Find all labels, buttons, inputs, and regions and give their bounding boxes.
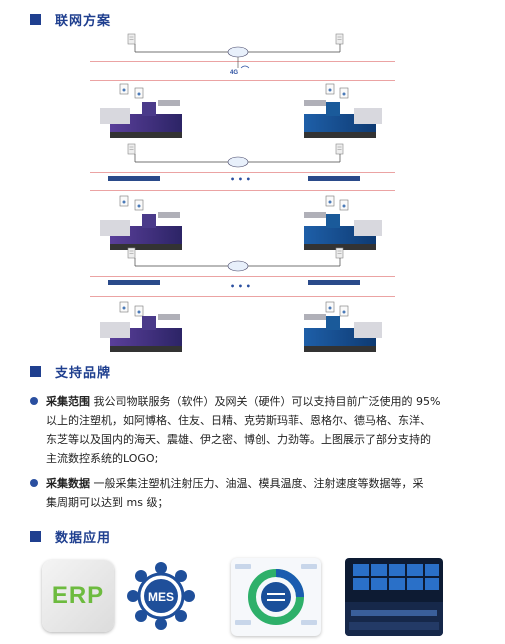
section-header-brands: 支持品牌 (30, 362, 111, 381)
bullet-dot-icon (30, 397, 38, 405)
cloud-4g-label: 4G (230, 70, 238, 76)
section-marker-icon (30, 531, 41, 542)
section-marker-icon (30, 366, 41, 377)
ellipsis-label: • • • (230, 175, 251, 184)
bullet-line: 以上的注塑机，如阿博格、住友、日精、克劳斯玛菲、恩格尔、德马格、东洋、 (46, 414, 431, 427)
bullet-line: 东芝等以及国内的海天、震雄、伊之密、博创、力劲等。上图展示了部分支持的 (46, 433, 431, 446)
bullet-line: 集周期可以达到 ms 级； (46, 496, 169, 509)
erp-icon: ERP (42, 560, 114, 632)
network-diagram: 4G • • • • • • (90, 33, 395, 352)
mes-icon: MES (127, 562, 195, 630)
bullet-collection-scope: 采集范围 我公司物联服务（软件）及网关（硬件）可以支持目前广泛使用的 95% 以… (30, 392, 480, 468)
section-header-network: 联网方案 (30, 10, 111, 29)
bullet-line: 采集范围 我公司物联服务（软件）及网关（硬件）可以支持目前广泛使用的 95% (46, 395, 441, 408)
dashboard-app-icon (231, 558, 321, 636)
bullet-label: 采集范围 (46, 395, 90, 408)
section-title: 联网方案 (55, 14, 112, 29)
ellipsis-label: • • • (230, 282, 251, 291)
diagram-block-2: • • • (90, 143, 395, 250)
control-room-image (345, 558, 443, 636)
section-header-apps: 数据应用 (30, 527, 111, 546)
erp-label: ERP (51, 582, 105, 609)
bullet-dot-icon (30, 479, 38, 487)
bullet-line: 主流数控系统的LOGO; (46, 452, 159, 465)
bullet-label: 采集数据 (46, 477, 90, 490)
mes-label: MES (148, 590, 174, 604)
diagram-block-1: 4G (90, 33, 395, 138)
section-title: 支持品牌 (55, 366, 112, 381)
bullet-collection-data: 采集数据 一般采集注塑机注射压力、油温、模具温度、注射速度等数据等，采 集周期可… (30, 474, 480, 512)
section-title: 数据应用 (55, 531, 112, 546)
section-marker-icon (30, 14, 41, 25)
bullet-line: 采集数据 一般采集注塑机注射压力、油温、模具温度、注射速度等数据等，采 (46, 477, 424, 490)
diagram-block-3: • • • (90, 247, 395, 352)
